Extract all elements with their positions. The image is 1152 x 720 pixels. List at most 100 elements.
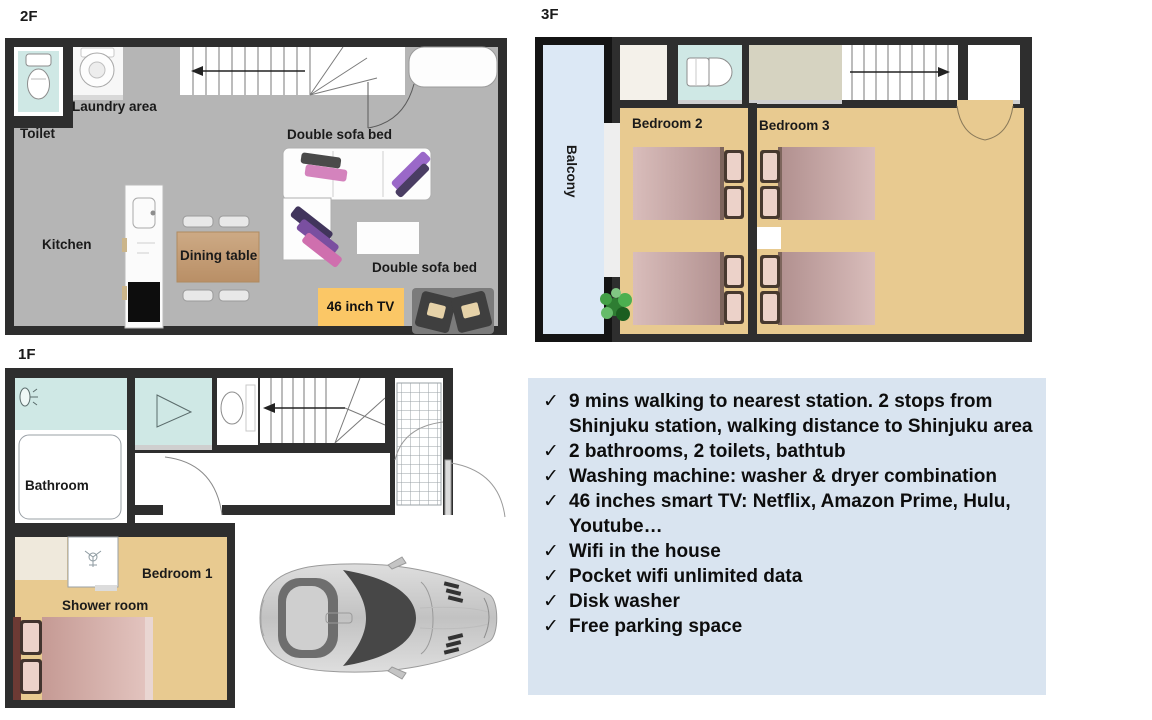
f3-stairs [842, 45, 958, 100]
label-bedroom-1: Bedroom 1 [142, 566, 213, 581]
shower-icon [19, 387, 38, 407]
pillow [461, 302, 481, 319]
feature-item: ✓ Disk washer [543, 589, 1036, 614]
features-list: ✓ 9 mins walking to nearest station. 2 s… [543, 389, 1036, 639]
check-icon: ✓ [543, 591, 559, 612]
floor-1f-label: 1F [18, 346, 36, 363]
label-laundry-area: Laundry area [72, 99, 157, 114]
door-arc [164, 456, 223, 516]
door-arc [450, 462, 506, 518]
f3-closet-right [968, 45, 1020, 100]
stove-icon [128, 282, 160, 322]
feature-item: ✓ Wifi in the house [543, 539, 1036, 564]
f1-bedroom-door [163, 456, 223, 517]
bed [760, 252, 875, 325]
car-crease [419, 606, 489, 630]
f1-toilet-room [217, 378, 258, 445]
f2-sofa-bed-top [282, 147, 432, 268]
entrance-tile [397, 383, 441, 505]
cushion [296, 219, 339, 256]
car-roof-scoop [325, 612, 353, 624]
f3-nightstand [757, 227, 781, 249]
f2-kitchen-counter [122, 184, 164, 329]
floor-2f-plan [5, 38, 507, 335]
cushion [395, 163, 430, 198]
bed [760, 147, 875, 220]
feature-text: Free parking space [569, 616, 743, 637]
sill [749, 100, 842, 104]
label-dining-table: Dining table [180, 248, 258, 263]
label-bedroom-3: Bedroom 3 [759, 118, 830, 133]
f3-hall [749, 45, 842, 100]
features-box: ✓ 9 mins walking to nearest station. 2 s… [528, 378, 1046, 695]
feature-item: ✓ Washing machine: washer & dryer combin… [543, 464, 1036, 489]
balcony-floor [543, 45, 604, 334]
feature-item: ✓ 2 bathrooms, 2 toilets, bathtub [543, 439, 1036, 464]
washing-machine-icon [79, 47, 115, 88]
car-rear-line [260, 599, 265, 637]
tv-label-box [318, 288, 404, 326]
feature-item: ✓ Free parking space [543, 614, 1036, 639]
washbasin-icon [67, 536, 119, 591]
feature-item: ✓ 46 inches smart TV: Netflix, Amazon Pr… [543, 489, 1036, 539]
label-bedroom-2: Bedroom 2 [632, 116, 703, 131]
car-mirror-top [387, 556, 407, 570]
plant-icon [600, 288, 632, 321]
f3-center-wall [748, 103, 757, 334]
f1-entrance [394, 378, 444, 515]
f2-door-arc [367, 82, 415, 129]
sill [135, 445, 212, 450]
check-icon: ✓ [543, 541, 559, 562]
cushion [304, 164, 348, 182]
pillow [426, 302, 446, 319]
label-bathroom: Bathroom [25, 478, 89, 493]
dining-table [176, 231, 260, 283]
f2-bay-closet [408, 46, 498, 88]
f2-wall [5, 116, 73, 128]
f2-dining-set [176, 215, 260, 302]
toilet-icon [686, 57, 733, 87]
check-icon: ✓ [543, 391, 559, 412]
feature-text: Washing machine: washer & dryer combinat… [569, 466, 997, 487]
label-double-sofa-bed-bottom: Double sofa bed [372, 260, 478, 275]
f3-closet-left [620, 45, 667, 100]
check-icon: ✓ [543, 466, 559, 487]
f2-sofa-bed-bottom [412, 288, 494, 334]
floor-2f-label: 2F [20, 8, 38, 25]
f1-shower-area [135, 378, 212, 445]
f1-corridor [135, 453, 390, 505]
chair [218, 289, 250, 302]
feature-text: 9 mins walking to nearest station. 2 sto… [569, 391, 1033, 437]
f1-shower-tile [15, 537, 67, 580]
car-hood-line [420, 581, 434, 655]
label-kitchen: Kitchen [42, 237, 92, 252]
feature-text: Disk washer [569, 591, 680, 612]
bathtub-icon [18, 434, 122, 520]
floor-3f-label: 3F [541, 6, 559, 23]
label-shower-room: Shower room [62, 598, 149, 613]
bed [13, 617, 153, 700]
car-windshield [343, 570, 416, 666]
feature-item: ✓ Pocket wifi unlimited data [543, 564, 1036, 589]
chair [182, 289, 214, 302]
chair [218, 215, 250, 228]
shower-head-icon [156, 394, 193, 428]
f2-coffee-table [357, 222, 419, 254]
bed [633, 147, 744, 220]
f1-gap [135, 515, 453, 523]
cushion [300, 152, 342, 169]
car-hood-vents [443, 581, 464, 655]
check-icon: ✓ [543, 616, 559, 637]
feature-text: 46 inches smart TV: Netflix, Amazon Prim… [569, 491, 1011, 537]
label-balcony: Balcony [564, 145, 579, 198]
label-toilet: Toilet [20, 126, 55, 141]
label-46-inch-tv: 46 inch TV [326, 299, 395, 314]
f2-stairs [180, 46, 405, 96]
floor-1f-plan [5, 368, 506, 708]
f3-door-arcs [956, 100, 1014, 141]
label-double-sofa-bed-top: Double sofa bed [287, 127, 393, 142]
car-front-line [483, 597, 490, 639]
toilet-icon [25, 53, 52, 100]
f3-window [604, 123, 620, 277]
